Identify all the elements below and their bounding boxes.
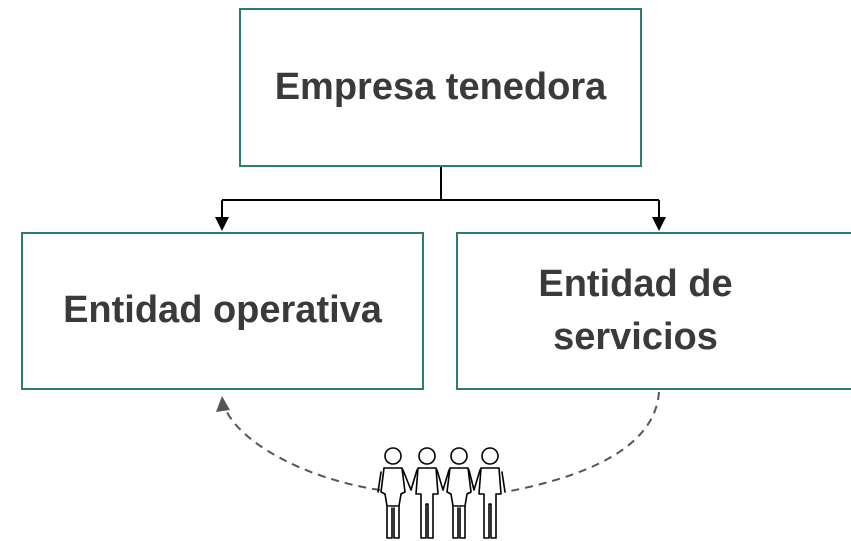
arrowhead-left xyxy=(215,217,229,231)
operating-entity-label: Entidad operativa xyxy=(63,289,382,332)
holding-company-label: Empresa tenedora xyxy=(274,65,607,108)
dashed-flow-arrow xyxy=(224,391,660,493)
hierarchy-connector xyxy=(221,167,660,219)
services-entity-label: Entidad de servicios xyxy=(538,262,733,358)
group-of-people-icon xyxy=(377,447,506,539)
holding-company-box: Empresa tenedora xyxy=(239,8,642,167)
dashed-arrowhead xyxy=(216,396,230,412)
operating-entity-box: Entidad operativa xyxy=(21,232,424,390)
arrowhead-right xyxy=(652,217,666,231)
services-entity-box: Entidad de servicios xyxy=(456,232,851,390)
